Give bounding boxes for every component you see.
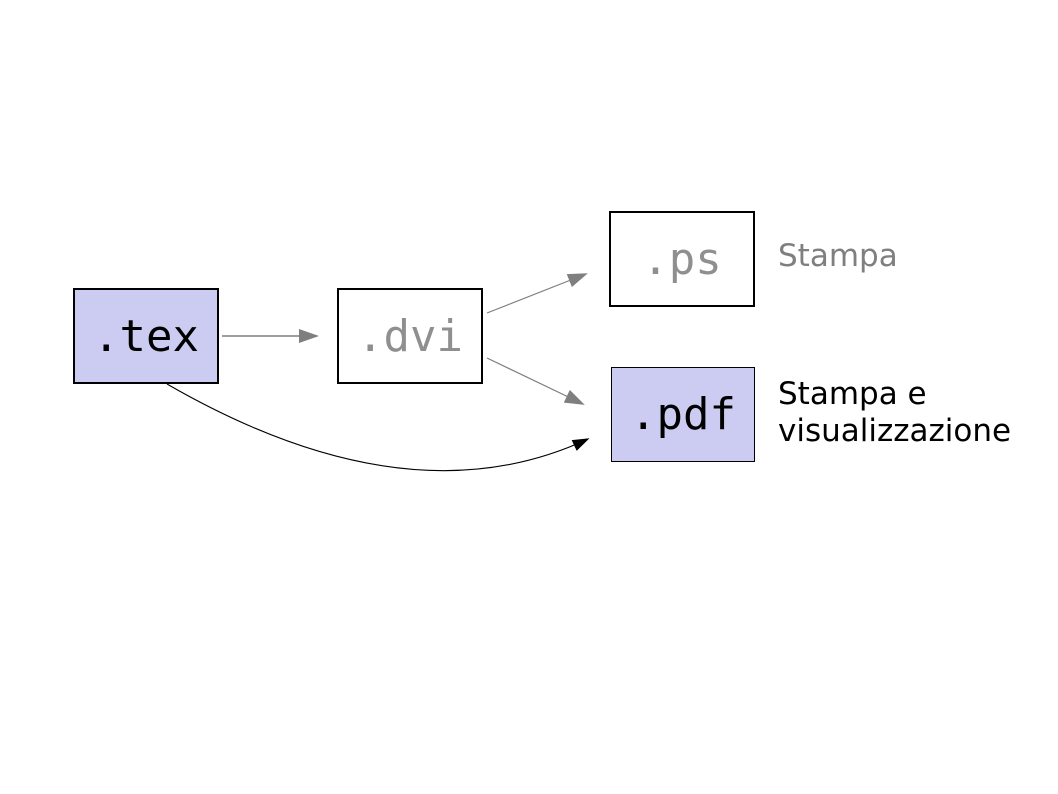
pdf-annotation-line2: visualizzazione bbox=[778, 413, 1012, 449]
node-tex: .tex bbox=[73, 288, 219, 384]
node-tex-label: .tex bbox=[93, 310, 199, 362]
node-dvi: .dvi bbox=[337, 288, 483, 384]
edge-dvi-to-pdf bbox=[486, 357, 585, 405]
edge-tex-to-pdf-curve bbox=[166, 383, 590, 472]
node-dvi-label: .dvi bbox=[357, 310, 463, 362]
node-ps: .ps bbox=[609, 211, 755, 307]
node-pdf: .pdf bbox=[611, 367, 755, 462]
ps-annotation-text: Stampa bbox=[778, 238, 898, 274]
pdf-annotation: Stampa e visualizzazione bbox=[778, 376, 1011, 450]
ps-annotation: Stampa bbox=[778, 238, 898, 275]
pdf-annotation-line1: Stampa e bbox=[778, 376, 927, 412]
node-pdf-label: .pdf bbox=[630, 389, 736, 440]
node-ps-label: .ps bbox=[642, 233, 722, 285]
edge-dvi-to-ps bbox=[486, 273, 588, 314]
